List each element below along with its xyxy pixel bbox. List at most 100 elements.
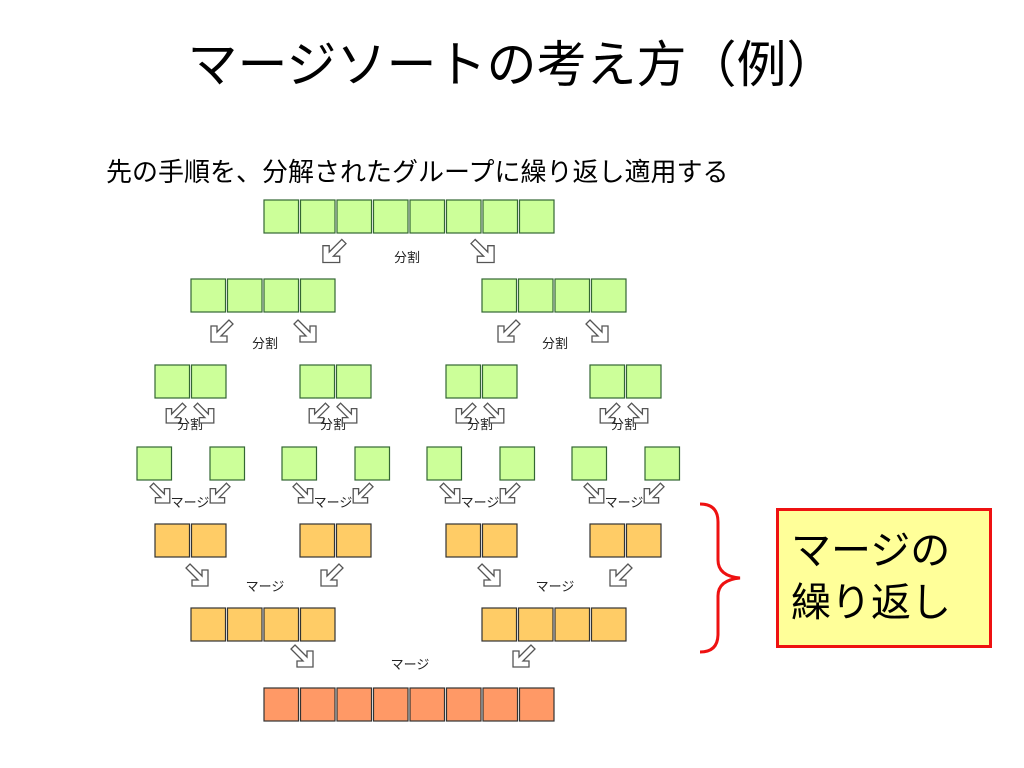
merge-label: マージ	[171, 496, 210, 511]
arrow-down-left-icon	[308, 402, 330, 424]
split-cell	[209, 446, 246, 481]
merge-cell	[299, 523, 336, 558]
split-label: 分割	[542, 336, 568, 352]
merge-cell	[481, 523, 518, 558]
slide-title: マージソートの考え方（例）	[187, 36, 837, 94]
arrow-down-right-icon	[292, 482, 314, 504]
split-cell	[136, 446, 173, 481]
split-label: 分割	[320, 417, 346, 433]
split-cell	[482, 199, 519, 234]
split-cell	[263, 278, 300, 313]
arrow-down-left-icon	[165, 402, 187, 424]
arrow-down-right-icon	[185, 563, 209, 587]
arrow-down-left-icon	[643, 482, 665, 504]
merge-cell	[481, 607, 518, 642]
split-label: 分割	[611, 417, 637, 433]
split-cell	[571, 446, 608, 481]
split-cell	[190, 278, 227, 313]
merge-cell	[445, 523, 482, 558]
merge-label: マージ	[536, 580, 575, 595]
callout-line-1: マージの	[791, 528, 951, 574]
split-cell	[426, 446, 463, 481]
split-cell	[625, 364, 662, 399]
curly-brace-icon	[699, 502, 741, 654]
arrow-down-right-icon	[193, 402, 215, 424]
arrow-down-right-icon	[583, 482, 605, 504]
split-label: 分割	[252, 336, 278, 352]
merge-cell	[299, 607, 336, 642]
final-cell	[372, 687, 409, 722]
arrow-down-left-icon	[322, 238, 347, 264]
merge-label: マージ	[314, 496, 353, 511]
split-cell	[299, 199, 336, 234]
split-label: 分割	[177, 417, 203, 433]
merge-cell	[190, 523, 227, 558]
split-cell	[445, 199, 482, 234]
callout-box: マージの 繰り返し	[776, 508, 992, 648]
split-cell	[226, 278, 263, 313]
arrow-down-right-icon	[470, 238, 495, 264]
split-cell	[481, 364, 518, 399]
arrow-down-left-icon	[497, 319, 521, 343]
split-cell	[263, 199, 300, 234]
split-cell	[518, 199, 555, 234]
arrow-down-left-icon	[352, 482, 374, 504]
arrow-down-left-icon	[455, 402, 477, 424]
final-cell	[263, 687, 300, 722]
merge-label: マージ	[605, 496, 644, 511]
split-cell	[299, 364, 336, 399]
split-cell	[590, 278, 627, 313]
split-cell	[409, 199, 446, 234]
arrow-down-right-icon	[293, 319, 317, 343]
split-cell	[589, 364, 626, 399]
merge-label: マージ	[391, 658, 430, 673]
split-cell	[190, 364, 227, 399]
split-cell	[281, 446, 318, 481]
split-cell	[154, 364, 191, 399]
merge-cell	[226, 607, 263, 642]
arrow-down-left-icon	[512, 644, 536, 668]
merge-cell	[589, 523, 626, 558]
arrow-down-left-icon	[210, 319, 234, 343]
merge-cell	[554, 607, 591, 642]
arrow-down-right-icon	[477, 563, 501, 587]
merge-cell	[154, 523, 191, 558]
arrow-down-right-icon	[585, 319, 609, 343]
arrow-down-right-icon	[483, 402, 505, 424]
arrow-down-right-icon	[336, 402, 358, 424]
split-label: 分割	[394, 250, 420, 266]
arrow-down-right-icon	[149, 482, 171, 504]
slide-subtitle: 先の手順を、分解されたグループに繰り返し適用する	[106, 158, 729, 188]
final-cell	[518, 687, 555, 722]
final-cell	[336, 687, 373, 722]
merge-cell	[625, 523, 662, 558]
merge-cell	[590, 607, 627, 642]
merge-cell	[517, 607, 554, 642]
arrow-down-left-icon	[499, 482, 521, 504]
arrow-down-left-icon	[320, 563, 344, 587]
merge-cell	[263, 607, 300, 642]
split-cell	[299, 278, 336, 313]
split-cell	[554, 278, 591, 313]
merge-cell	[335, 523, 372, 558]
merge-label: マージ	[461, 496, 500, 511]
final-cell	[409, 687, 446, 722]
split-cell	[354, 446, 391, 481]
split-cell	[445, 364, 482, 399]
arrow-down-left-icon	[209, 482, 231, 504]
arrow-down-right-icon	[439, 482, 461, 504]
arrow-down-right-icon	[627, 402, 649, 424]
arrow-down-left-icon	[609, 563, 633, 587]
split-cell	[335, 364, 372, 399]
merge-label: マージ	[246, 580, 285, 595]
arrow-down-left-icon	[599, 402, 621, 424]
split-label: 分割	[467, 417, 493, 433]
split-cell	[372, 199, 409, 234]
split-cell	[481, 278, 518, 313]
split-cell	[517, 278, 554, 313]
split-cell	[499, 446, 536, 481]
callout-line-2: 繰り返し	[791, 580, 951, 626]
final-cell	[445, 687, 482, 722]
split-cell	[336, 199, 373, 234]
